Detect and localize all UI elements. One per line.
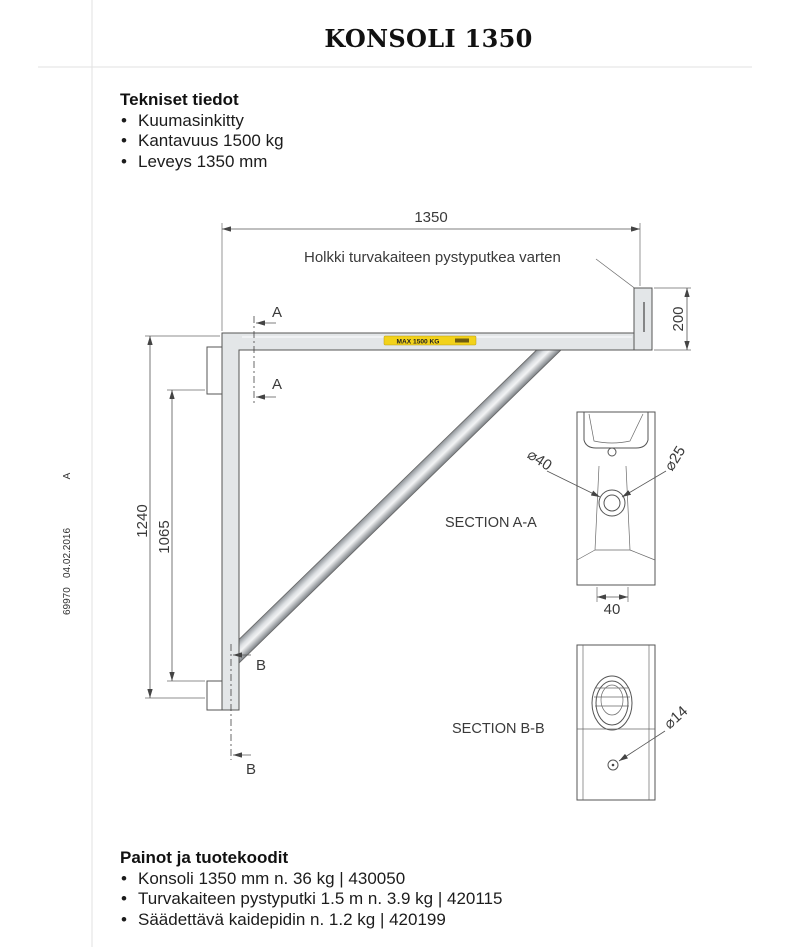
- beam-channel-profile: [583, 412, 649, 449]
- weights-item: Konsoli 1350 mm n. 36 kg | 430050: [120, 869, 502, 890]
- margin-doc-number: 69970: [62, 587, 73, 615]
- dimension-total-height: 1240: [134, 335, 220, 699]
- section-b-letter-bottom: B: [246, 761, 256, 778]
- section-a-letter-bottom: A: [272, 376, 282, 393]
- section-b-outline: [576, 644, 656, 801]
- weights-list: Konsoli 1350 mm n. 36 kg | 430050 Turvak…: [120, 869, 502, 931]
- section-a-outline: [576, 411, 656, 586]
- section-b-cut-marker: B B: [230, 644, 266, 778]
- tube-end-outer: [591, 675, 633, 731]
- tube-end-hatching: [594, 687, 630, 707]
- weights-item: Turvakaiteen pystyputki 1.5 m n. 3.9 kg …: [120, 889, 502, 910]
- inner-diameter-leader: [621, 470, 667, 498]
- section-a-cut-marker: A A: [253, 304, 282, 404]
- spec-section: Tekniset tiedot Kuumasinkitty Kantavuus …: [120, 90, 284, 172]
- dimension-width: 1350: [221, 209, 641, 331]
- section-a-a-view: ⌀40 ⌀25 40: [524, 411, 689, 618]
- spec-item: Leveys 1350 mm: [120, 152, 284, 173]
- spec-heading: Tekniset tiedot: [120, 90, 239, 109]
- weld-hole: [607, 447, 617, 457]
- bolt-hole-center: [611, 763, 615, 767]
- weights-section: Painot ja tuotekoodit Konsoli 1350 mm n.…: [120, 848, 502, 930]
- page-title: KONSOLI 1350: [324, 24, 533, 53]
- guardrail-sleeve: [633, 287, 653, 351]
- spec-item: Kuumasinkitty: [120, 111, 284, 132]
- dimension-sleeve: 200: [654, 287, 691, 351]
- tube-end-middle: [595, 680, 629, 726]
- tube-profile-lines: [576, 465, 656, 561]
- load-label-plate: [383, 335, 477, 346]
- dimension-sleeve-label: 200: [670, 306, 687, 331]
- tube-end-inner: [600, 684, 624, 716]
- spec-item: Kantavuus 1500 kg: [120, 131, 284, 152]
- outer-diameter-label: ⌀40: [524, 446, 555, 474]
- beam-inner-profile: [588, 413, 644, 444]
- inner-diameter-label: ⌀25: [661, 443, 689, 474]
- tube-outer-circle: [598, 489, 626, 517]
- dimension-total-height-label: 1240: [134, 504, 151, 537]
- sleeve-callout: Holkki turvakaiteen pystyputkea varten: [304, 249, 561, 266]
- section-b-b-view: ⌀14: [576, 644, 691, 801]
- section-width-label: 40: [604, 601, 621, 618]
- margin-revision: A: [62, 472, 73, 479]
- load-label-text: MAX 1500 KG: [397, 338, 440, 345]
- outer-diameter-leader: [546, 470, 601, 498]
- section-b-title: SECTION B-B: [452, 721, 545, 737]
- hole-diameter-leader: [618, 730, 666, 762]
- weights-item: Säädettävä kaidepidin n. 1.2 kg | 420199: [120, 910, 502, 931]
- spec-list: Kuumasinkitty Kantavuus 1500 kg Leveys 1…: [120, 111, 284, 173]
- hole-diameter-label: ⌀14: [661, 703, 691, 733]
- brand-logo-mark: [455, 338, 469, 343]
- dimension-width-label: 1350: [414, 209, 447, 226]
- section-a-letter-top: A: [272, 304, 282, 321]
- sleeve-callout-leader: [595, 258, 642, 294]
- weights-heading: Painot ja tuotekoodit: [120, 848, 289, 867]
- section-a-title: SECTION A-A: [445, 515, 537, 531]
- section-b-letter-top: B: [256, 657, 266, 674]
- dimension-plate-spacing: 1065: [156, 389, 205, 682]
- bolt-hole: [607, 759, 619, 771]
- bracket-frame: [221, 332, 653, 711]
- dimension-plate-spacing-label: 1065: [156, 520, 173, 553]
- margin-date: 04.02.2016: [62, 528, 73, 578]
- tube-inner-circle: [603, 494, 621, 512]
